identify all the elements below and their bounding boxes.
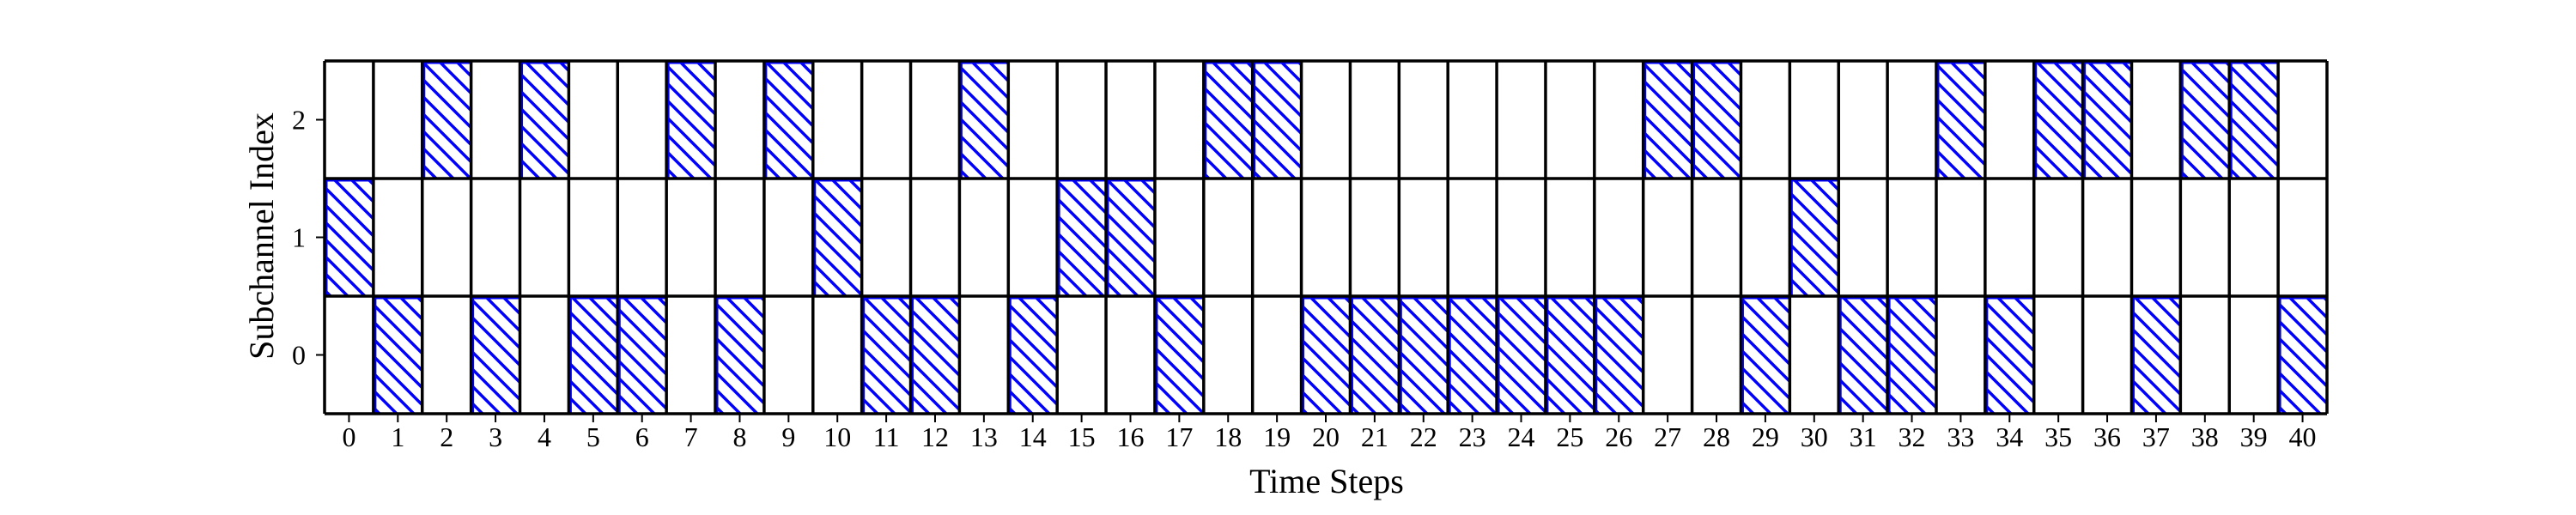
selected-cell <box>812 179 862 296</box>
selected-cell <box>325 179 374 296</box>
x-tick-label: 16 <box>1116 421 1144 452</box>
cell-layer <box>324 60 2327 414</box>
selected-cell <box>1935 61 1985 179</box>
selected-cell <box>1057 179 1107 296</box>
selected-cell <box>2033 61 2083 179</box>
x-tick-label: 4 <box>538 421 551 452</box>
x-tick-label: 12 <box>921 421 949 452</box>
x-tick-label: 18 <box>1214 421 1242 452</box>
selected-cell <box>1252 61 1302 179</box>
selected-cell <box>1497 296 1546 414</box>
x-tick-label: 38 <box>2191 421 2219 452</box>
selected-cell <box>1203 61 1253 179</box>
selected-cell <box>373 296 422 414</box>
x-tick-label: 3 <box>489 421 502 452</box>
selected-cell <box>1448 296 1498 414</box>
x-tick-label: 24 <box>1508 421 1535 452</box>
x-tick-label: 27 <box>1654 421 1681 452</box>
selected-cell <box>959 61 1009 179</box>
x-tick-label: 34 <box>1996 421 2023 452</box>
selected-cell <box>1838 296 1888 414</box>
selected-cell <box>1741 296 1790 414</box>
selected-cell <box>1789 179 1839 296</box>
x-tick-label: 11 <box>873 421 900 452</box>
selected-cell <box>1154 296 1204 414</box>
x-tick-label: 37 <box>2142 421 2170 452</box>
x-tick-label: 5 <box>586 421 600 452</box>
selected-cell <box>910 296 960 414</box>
selected-cell <box>2278 296 2327 414</box>
x-tick-label: 13 <box>970 421 998 452</box>
selected-cell <box>2082 61 2132 179</box>
selected-cell <box>1887 296 1936 414</box>
x-tick-label: 10 <box>823 421 851 452</box>
x-tick-label: 25 <box>1556 421 1583 452</box>
selected-cell <box>1301 296 1351 414</box>
x-tick-label: 35 <box>2044 421 2072 452</box>
y-tick-layer: 0 1 2 <box>292 105 325 371</box>
selected-cell <box>471 296 520 414</box>
x-tick-label: 0 <box>342 421 355 452</box>
selected-cell <box>715 296 764 414</box>
y-axis-label: Subchannel Index <box>242 112 281 360</box>
selected-cell <box>1984 296 2034 414</box>
x-tick-label: 36 <box>2093 421 2121 452</box>
x-tick-label: 15 <box>1068 421 1096 452</box>
x-tick-label: 39 <box>2240 421 2268 452</box>
selected-cell <box>1594 296 1643 414</box>
x-tick-label: 1 <box>391 421 404 452</box>
x-tick-label: 33 <box>1947 421 1974 452</box>
x-tick-label: 32 <box>1899 421 1926 452</box>
x-axis-label: Time Steps <box>1249 462 1404 500</box>
x-tick-label: 19 <box>1263 421 1291 452</box>
x-tick-label: 31 <box>1850 421 1877 452</box>
x-tick-label: 40 <box>2289 421 2317 452</box>
x-tick-label: 22 <box>1410 421 1437 452</box>
x-tick-label: 14 <box>1019 421 1047 452</box>
selected-cell <box>1692 61 1741 179</box>
selected-cell <box>2131 296 2181 414</box>
x-tick-label: 29 <box>1752 421 1779 452</box>
selected-cell <box>763 61 813 179</box>
x-tick-label: 23 <box>1459 421 1486 452</box>
x-tick-label: 26 <box>1605 421 1632 452</box>
x-tick-label: 6 <box>635 421 649 452</box>
y-tick-label: 0 <box>292 340 306 371</box>
selected-cell <box>617 296 667 414</box>
selected-cell <box>1545 296 1595 414</box>
x-tick-label: 28 <box>1703 421 1730 452</box>
selected-cell <box>1008 296 1058 414</box>
y-tick-label: 1 <box>292 222 306 253</box>
y-tick-label: 2 <box>292 105 306 136</box>
selected-cell <box>519 61 569 179</box>
selected-cell <box>1350 296 1400 414</box>
selected-cell <box>1106 179 1155 296</box>
selected-cell <box>861 296 911 414</box>
x-tick-label: 9 <box>781 421 795 452</box>
x-tick-label: 21 <box>1361 421 1388 452</box>
selected-cell <box>1399 296 1449 414</box>
selected-cell <box>2180 61 2230 179</box>
selected-cell <box>666 61 716 179</box>
x-tick-label: 20 <box>1312 421 1340 452</box>
x-tick-label: 7 <box>684 421 698 452</box>
x-tick-label: 30 <box>1801 421 1828 452</box>
x-tick-label: 17 <box>1165 421 1193 452</box>
selected-cell <box>2229 61 2279 179</box>
selected-cell <box>422 61 471 179</box>
selected-cell <box>1643 61 1692 179</box>
x-tick-label: 2 <box>440 421 453 452</box>
selected-cell <box>568 296 618 414</box>
x-tick-label: 8 <box>732 421 746 452</box>
